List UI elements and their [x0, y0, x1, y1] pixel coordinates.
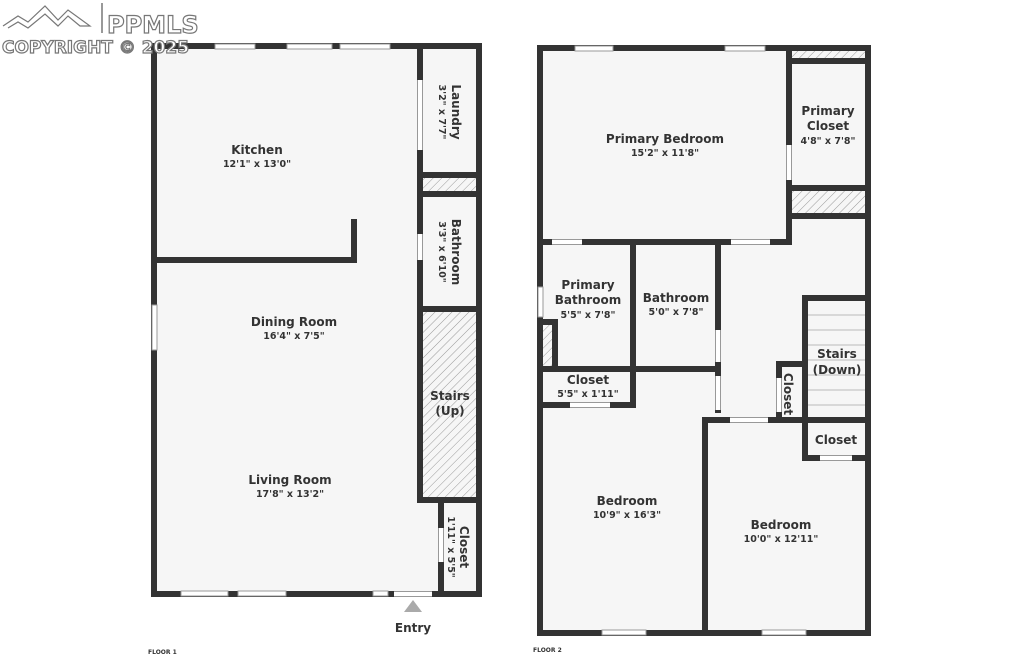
room-dims: 4'8" x 7'8" [801, 136, 856, 147]
room-dims: 15'2" x 11'8" [631, 148, 699, 159]
window [214, 43, 256, 50]
hatched-area [420, 176, 479, 193]
window [601, 629, 647, 636]
room-dims: 1'11" x 5'5" [445, 516, 456, 578]
room-name: Closet [807, 119, 849, 133]
ppmls-watermark-logo: PPMLS COPYRIGHT © 2025 [1, 3, 199, 59]
room-name: Primary [561, 278, 614, 292]
floor-1-plan: Entry Kitchen 12'1" x 13'0" Dining Room … [148, 43, 482, 656]
room-name: Bedroom [751, 518, 812, 532]
room-dims: 5'0" x 7'8" [649, 307, 704, 318]
floor-2-plan: Primary Bedroom 15'2" x 11'8" Primary Cl… [533, 45, 871, 654]
room-name: Laundry [449, 84, 463, 139]
room-name: Primary [801, 104, 854, 118]
stair-treads [808, 314, 865, 406]
window [761, 629, 807, 636]
window [286, 43, 333, 50]
room-dims: 12'1" x 13'0" [223, 159, 291, 170]
window [339, 43, 391, 50]
room-sub: (Down) [813, 363, 862, 377]
room-name: Closet [781, 373, 795, 415]
room-dims: 10'9" x 16'3" [593, 510, 661, 521]
room-name: Closet [457, 526, 471, 568]
room-sub: (Up) [435, 404, 464, 418]
stairs-up-area [420, 309, 479, 500]
watermark-brand: PPMLS [107, 11, 199, 39]
hatched-area [792, 51, 866, 59]
room-dims: 5'5" x 1'11" [557, 389, 619, 400]
watermark-copyright: COPYRIGHT © 2025 [2, 38, 189, 58]
room-name: Dining Room [251, 315, 337, 329]
room-dims: 17'8" x 13'2" [256, 489, 324, 500]
floor-label: FLOOR 1 [148, 649, 177, 656]
floor-label: FLOOR 2 [533, 647, 562, 654]
room-dims: 5'5" x 7'8" [561, 310, 616, 321]
room-name: Kitchen [231, 143, 283, 157]
window [180, 590, 229, 597]
window [237, 590, 287, 597]
room-name: Stairs [817, 347, 857, 361]
hatched-area [792, 191, 866, 213]
room-name: Bedroom [597, 494, 658, 508]
room-name: Stairs [430, 389, 470, 403]
window [537, 286, 544, 318]
room-name: Bathroom [555, 293, 621, 307]
room-dims: 3'3" x 6'10" [436, 221, 447, 283]
window [372, 590, 389, 597]
window [724, 45, 766, 52]
room-name: Primary Bedroom [606, 132, 724, 146]
room-name: Bathroom [643, 291, 709, 305]
window [574, 45, 614, 52]
room-name: Living Room [248, 473, 331, 487]
entry-arrow-icon [404, 600, 422, 612]
room-dims: 3'2" x 7'7" [436, 85, 447, 140]
room-name: Bathroom [449, 219, 463, 285]
room-dims: 16'4" x 7'5" [263, 331, 325, 342]
room-dims: 10'0" x 12'11" [744, 534, 819, 545]
hatched-area [543, 322, 552, 366]
entry-label: Entry [395, 621, 431, 635]
window [151, 304, 158, 351]
room-name: Closet [815, 433, 857, 447]
room-name: Closet [567, 373, 609, 387]
